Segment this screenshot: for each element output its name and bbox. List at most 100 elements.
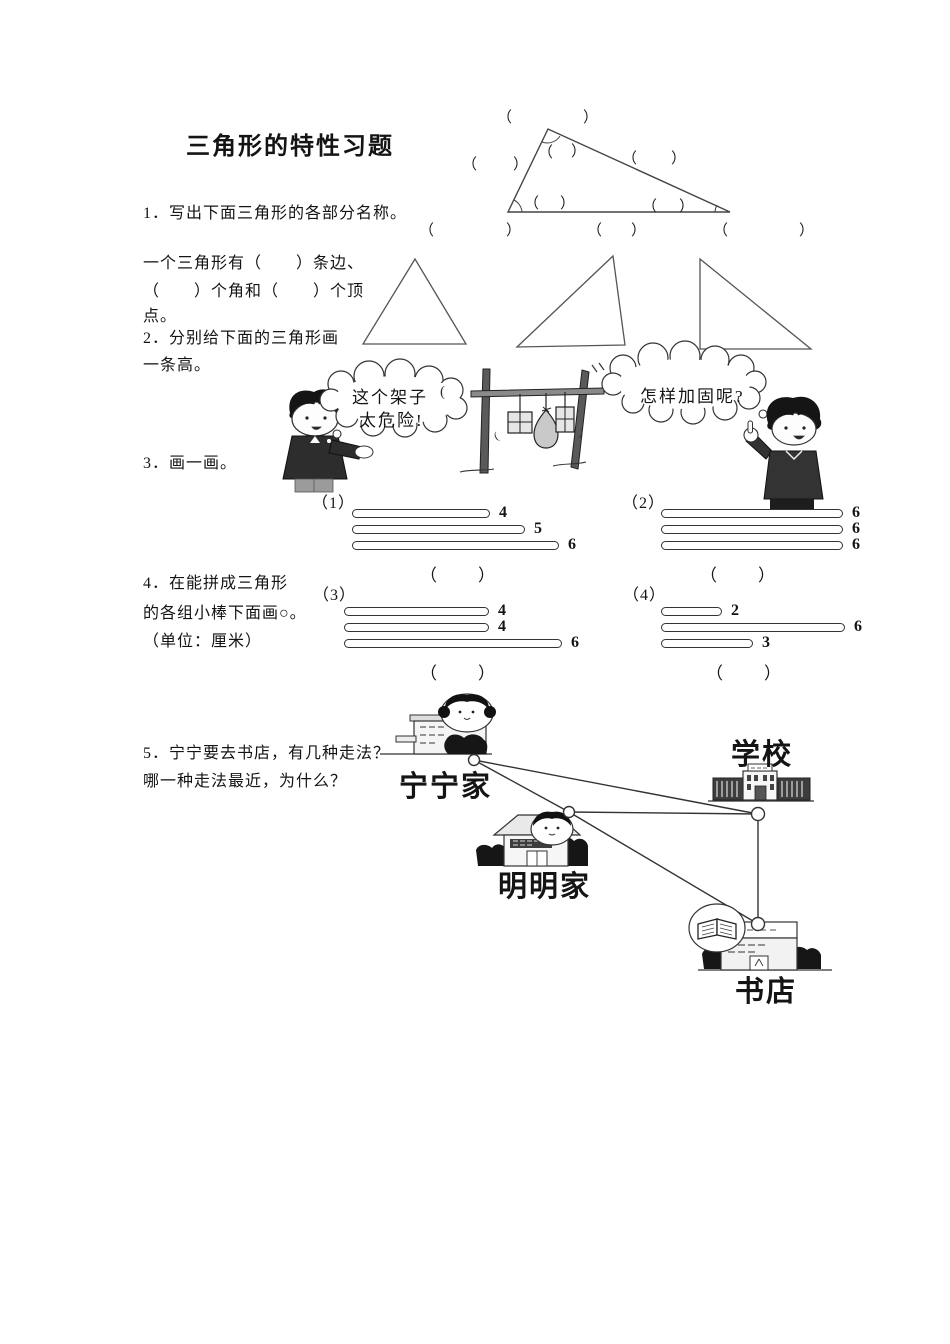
stick-group-label: （3） [313,587,357,604]
page-title: 三角形的特性习题 [186,133,394,160]
stick-length-label: 6 [852,520,860,537]
q1-fill-line1: 一个三角形有（ ）条边、 [143,255,365,272]
paren-blank-mark: （ [713,223,729,239]
collar [785,450,803,461]
left-bubble-text-1: 这个架子 [352,388,428,407]
answer-blank-close-paren: ） [764,664,781,683]
right-angle-arc [714,204,718,213]
answer-blank-open-paren: （ [420,664,437,683]
route-map [380,693,832,971]
stick-length-label: 6 [568,536,576,553]
right-boy-figure-icon [743,396,824,510]
stick-length-label: 6 [571,634,579,651]
paren-blank-mark: ） [799,223,815,239]
motion-mark: ( [440,384,445,400]
stick-length-label: 4 [498,618,506,635]
stick [352,509,490,518]
stick-length-label: 6 [852,504,860,521]
crossbar [470,387,605,398]
paren-blank-mark: （ [497,110,513,126]
hand [354,445,374,459]
boy-hair [533,811,571,826]
answer-blank-open-paren: （ [420,566,437,585]
bangs [770,409,820,421]
left-post [479,368,491,474]
paren-blank-mark: （ [642,199,658,215]
arm [328,439,363,460]
node-ningning [467,753,481,767]
node-mingming [562,805,576,819]
left-speech-bubble [319,358,468,444]
paren-blank-mark: ） [679,199,695,215]
paren-blank-mark: ） [560,196,576,212]
stick [661,525,843,534]
stick-length-label: 3 [762,634,770,651]
paren-blank-mark: （ [538,145,554,161]
paren-blank-mark: ） [583,110,599,126]
stick-group-label: （2） [622,495,666,512]
ningning-house-icon [380,693,496,755]
stick [661,509,843,518]
bookstore-icon [688,903,832,971]
stick-length-label: 6 [852,536,860,553]
q4-text-line3: （单位：厘米） [143,633,263,650]
stick-group-label: （4） [623,587,667,604]
q2-text-line2: 一条高。 [143,357,212,374]
q2-text-line1: 2．分别给下面的三角形画 [143,330,340,347]
stick [352,541,559,550]
paren-blank-mark: ） [671,151,687,167]
q3-text: 3．画一画。 [143,455,238,472]
mingming-house-icon [476,811,588,867]
q1-fill-line2: （ ）个角和（ ）个顶 [143,283,365,300]
pants [770,499,814,510]
bubble-fill [618,359,750,409]
paren-blank-mark: （ [419,223,435,239]
open-book-icon [697,918,737,940]
stick [661,607,722,616]
paren-blank-mark: （ [587,223,603,239]
q4-text-line1: 4．在能拼成三角形 [143,575,289,592]
stick [661,623,845,632]
label-school: 学校 [731,739,794,771]
label-ningning-home: 宁宁家 [399,771,493,803]
left-angle-arc [513,199,523,213]
node-bookstore [750,916,766,932]
stick [344,639,562,648]
bubble-fill [334,376,460,424]
hanging-sack [533,409,559,449]
left-bubble-text-2: 太危险! [359,411,424,430]
q1-text: 1．写出下面三角形的各部分名称。 [143,205,408,222]
paren-blank-mark: ） [631,223,647,239]
paren-blank-mark: ） [513,157,529,173]
apex-angle-arc [541,135,561,144]
right-triangle [699,257,813,350]
bubble-tail [332,429,342,439]
q1-triangle-diagram [506,128,731,213]
q5-text-line2: 哪一种走法最近，为什么？ [143,773,348,790]
route-edges [473,759,759,925]
obtuse-triangle [515,254,626,348]
index-finger [747,420,753,434]
q1-fill-line3: 点。 [143,308,178,325]
right-speech-bubble [601,340,774,425]
girl-hair [444,694,490,710]
motion-marks [591,362,605,373]
q4-text-line2: 的各组小棒下面画○。 [143,605,307,622]
answer-blank-close-paren: ） [758,566,775,585]
ground-lines [459,461,587,473]
paren-blank-mark: （ [462,157,478,173]
sweater [763,450,824,500]
school-icon [708,763,814,802]
answer-blank-close-paren: ） [478,664,495,683]
stick [344,623,489,632]
stick-length-label: 6 [854,618,862,635]
svg-text:): ) [577,428,585,441]
paren-blank-mark: ） [571,144,587,160]
label-mingming-home: 明明家 [498,871,592,903]
triangle-outline [506,128,731,213]
paren-blank-mark: （ [622,151,638,167]
stick-group-label: （1） [312,495,356,512]
mouth [793,435,805,440]
q5-text-line1: 5．宁宁要去书店，有几种走法？ [143,745,391,762]
hanging-frame-illustration: ( ( ) [440,362,605,474]
